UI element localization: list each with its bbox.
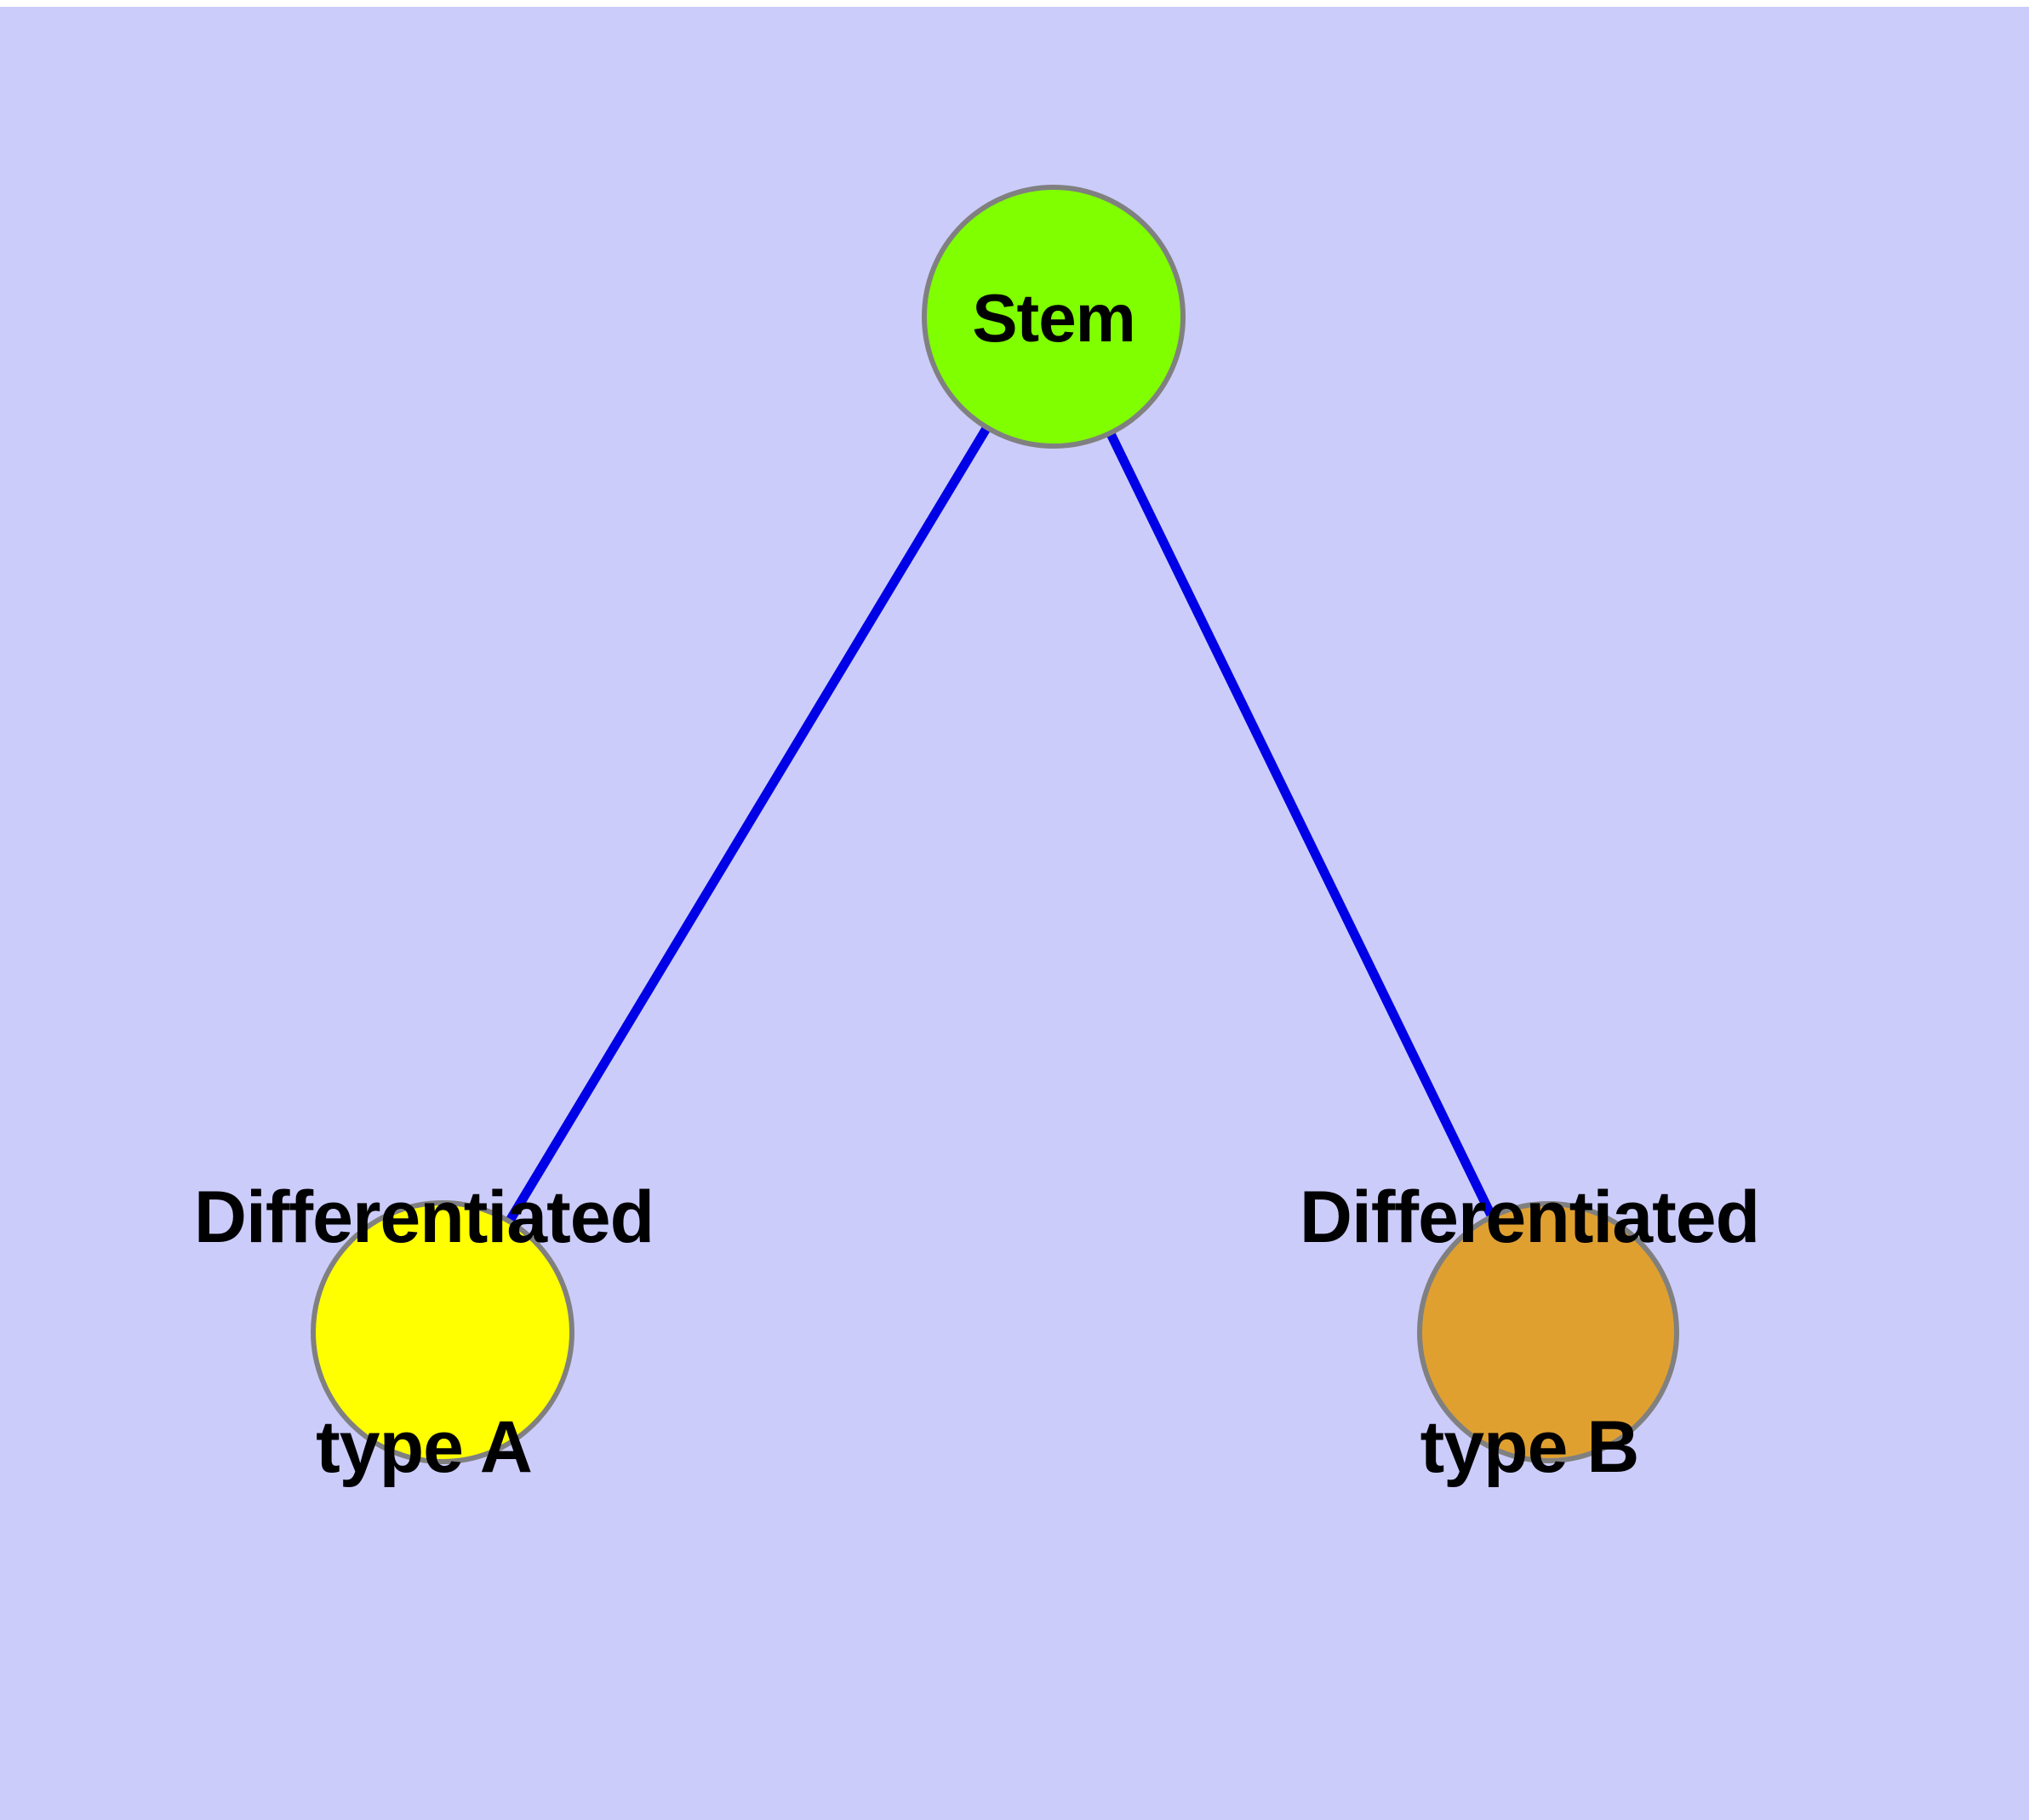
edge-stem-diff-a[interactable] <box>504 423 992 1226</box>
edges-layer <box>504 423 1497 1226</box>
node-circle-stem[interactable] <box>922 185 1186 449</box>
nodes-layer <box>311 185 1679 1464</box>
edge-stem-diff-b[interactable] <box>1105 429 1497 1221</box>
node-circle-diff-a[interactable] <box>311 1200 574 1464</box>
node-circle-diff-b[interactable] <box>1417 1201 1679 1463</box>
